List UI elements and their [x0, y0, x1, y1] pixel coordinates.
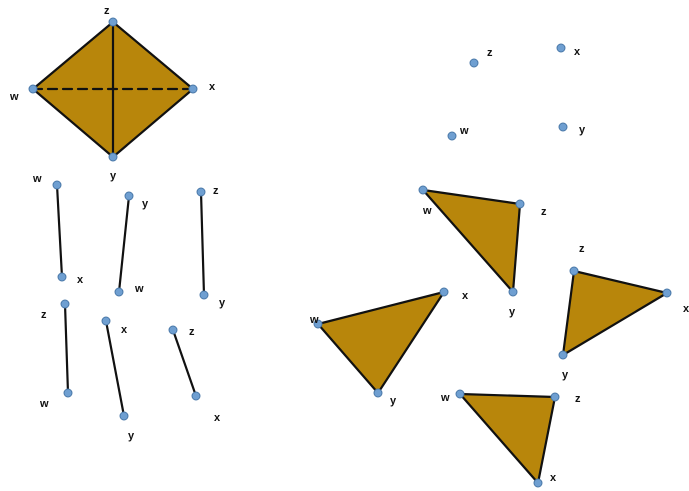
edge-line	[199, 190, 206, 297]
label-x: x	[121, 324, 128, 336]
vertex-z	[550, 392, 560, 402]
label-x: x	[550, 472, 557, 484]
triangle-face	[458, 392, 557, 485]
vertex-z	[196, 187, 206, 197]
triangle-face	[316, 290, 446, 395]
vertex-z	[569, 266, 579, 276]
vertex-y	[199, 290, 209, 300]
triangle-w-x-y: w x y	[309, 287, 469, 407]
triangle-w-z-x: w z x	[440, 389, 581, 488]
vertex-x	[662, 288, 672, 298]
label-z: z	[541, 206, 547, 218]
vertex-w	[418, 185, 428, 195]
vertex-w	[28, 84, 38, 94]
vertex-x	[533, 478, 543, 488]
vertex-z	[515, 199, 525, 209]
triangle-z-x-y: z x y	[558, 243, 689, 381]
label-y: y	[128, 430, 135, 442]
tetrahedron: z x y w	[9, 5, 216, 182]
label-w: w	[32, 173, 42, 185]
triangle-w-z-y: w z y	[418, 185, 547, 318]
label-x: x	[214, 412, 221, 424]
vertex-w	[313, 319, 323, 329]
vertex-x	[101, 316, 111, 326]
vertex-y	[558, 350, 568, 360]
label-z: z	[189, 326, 195, 338]
edge-z-x: z x	[168, 325, 221, 424]
triangle-face	[421, 188, 522, 294]
label-z: z	[579, 243, 585, 255]
label-z: z	[487, 47, 493, 59]
edge-w-x: w x	[32, 173, 84, 286]
label-y: y	[142, 198, 149, 210]
edge-line	[171, 328, 198, 398]
vertex-y	[373, 388, 383, 398]
vertex-x	[191, 391, 201, 401]
label-w: w	[39, 398, 49, 410]
label-y: y	[110, 170, 117, 182]
edge-line	[55, 183, 64, 279]
label-w: w	[440, 392, 450, 404]
vertex-y	[108, 152, 118, 162]
edge-line	[117, 194, 131, 294]
edge-line	[63, 302, 70, 395]
edges: w x y w z y z w	[32, 173, 226, 442]
isolated-vertices: z x w y	[447, 43, 586, 141]
label-y: y	[562, 369, 569, 381]
label-z: z	[575, 393, 581, 405]
label-w: w	[459, 125, 469, 137]
vertex-x	[439, 287, 449, 297]
edge-z-y: z y	[196, 185, 226, 309]
vertex-z	[469, 58, 479, 68]
vertex-w	[114, 287, 124, 297]
edge-x-y: x y	[101, 316, 135, 442]
vertex-y	[558, 122, 568, 132]
label-w: w	[309, 314, 319, 326]
label-w: w	[422, 205, 432, 217]
label-y: y	[579, 124, 586, 136]
label-z: z	[104, 5, 110, 17]
vertex-y	[119, 411, 129, 421]
edge-line	[104, 319, 126, 418]
vertex-x	[57, 272, 67, 282]
label-x: x	[209, 81, 216, 93]
label-z: z	[213, 185, 219, 197]
vertex-y	[508, 287, 518, 297]
triangle-face	[561, 269, 669, 357]
label-x: x	[462, 290, 469, 302]
vertex-z	[108, 17, 118, 27]
vertex-z	[60, 299, 70, 309]
label-w: w	[9, 91, 19, 103]
vertex-w	[455, 389, 465, 399]
vertex-x	[188, 84, 198, 94]
label-y: y	[509, 306, 516, 318]
vertex-y	[124, 191, 134, 201]
label-z: z	[41, 309, 47, 321]
label-x: x	[683, 303, 689, 315]
triangles: w z y z x y w x y	[309, 185, 689, 488]
label-y: y	[219, 297, 226, 309]
vertex-w	[63, 388, 73, 398]
edge-z-w: z w	[39, 299, 73, 410]
label-y: y	[390, 395, 397, 407]
label-x: x	[77, 274, 84, 286]
label-x: x	[574, 46, 581, 58]
vertex-x	[556, 43, 566, 53]
vertex-w	[52, 180, 62, 190]
label-w: w	[134, 283, 144, 295]
vertex-w	[447, 131, 457, 141]
vertex-z	[168, 325, 178, 335]
edge-y-w: y w	[114, 191, 149, 297]
